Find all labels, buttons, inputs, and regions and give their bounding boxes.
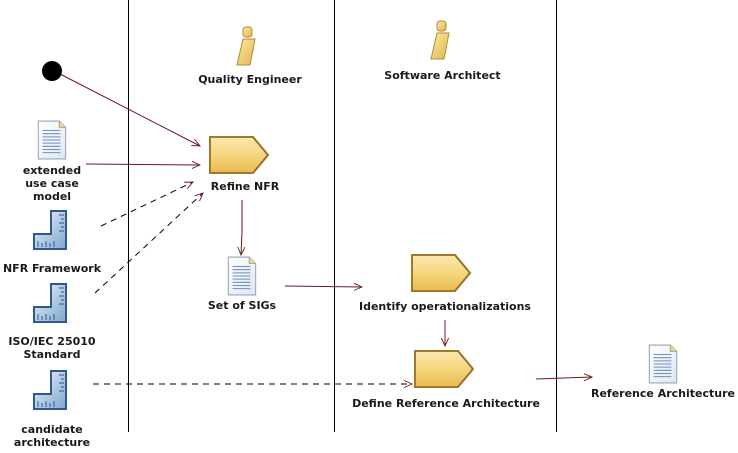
candidate-architecture-label: candidate architecture xyxy=(8,423,96,449)
edge-usecase-to-refine-nfr xyxy=(85,164,200,165)
set-of-sigs-label: Set of SIGs xyxy=(207,299,277,312)
label-line: ISO/IEC 25010 xyxy=(8,335,96,348)
edge-define-to-reference xyxy=(535,377,592,379)
label-line: model xyxy=(32,190,72,203)
label-line: candidate xyxy=(21,423,83,436)
lane-divider-3 xyxy=(556,0,557,432)
software-architect-label: Software Architect xyxy=(384,69,501,82)
iso-iec-25010-label: ISO/IEC 25010 Standard xyxy=(4,335,100,361)
candidate-architecture-guidance-icon[interactable] xyxy=(33,369,68,411)
lane-divider-2 xyxy=(334,0,335,432)
edge-sigs-to-identify xyxy=(284,286,362,287)
refine-nfr-label: Refine NFR xyxy=(210,180,280,193)
define-reference-architecture-label: Define Reference Architecture xyxy=(352,397,540,410)
quality-engineer-role-icon xyxy=(236,26,256,66)
identify-operationalizations-label: Identify operationalizations xyxy=(359,300,531,313)
nfr-framework-guidance-icon[interactable] xyxy=(33,209,68,251)
iso-iec-25010-guidance-icon[interactable] xyxy=(33,282,68,324)
edge-refine-nfr-to-set-of-sigs xyxy=(241,200,242,255)
lane-divider-1 xyxy=(128,0,129,432)
label-line: Standard xyxy=(23,348,81,361)
reference-architecture-document-icon[interactable] xyxy=(648,344,678,384)
software-architect-role-icon xyxy=(430,20,450,60)
label-line: use case xyxy=(25,177,79,190)
label-line: architecture xyxy=(13,436,91,449)
edge-nfr-framework-to-refine-nfr xyxy=(100,182,193,227)
extended-use-case-model-label: extended use case model xyxy=(10,164,94,203)
reference-architecture-label: Reference Architecture xyxy=(591,387,735,400)
extended-use-case-model-document-icon[interactable] xyxy=(37,120,67,160)
refine-nfr-task-icon[interactable] xyxy=(208,136,270,174)
edge-start-to-refine-nfr xyxy=(59,73,200,146)
quality-engineer-label: Quality Engineer xyxy=(198,73,302,86)
identify-operationalizations-task-icon[interactable] xyxy=(410,254,472,292)
nfr-framework-label: NFR Framework xyxy=(2,262,102,275)
set-of-sigs-document-icon[interactable] xyxy=(227,256,257,296)
define-reference-architecture-task-icon[interactable] xyxy=(413,350,475,388)
label-line: extended xyxy=(22,164,82,177)
edge-iso-to-refine-nfr xyxy=(94,193,203,294)
start-node[interactable] xyxy=(42,61,62,81)
edges xyxy=(59,73,592,384)
